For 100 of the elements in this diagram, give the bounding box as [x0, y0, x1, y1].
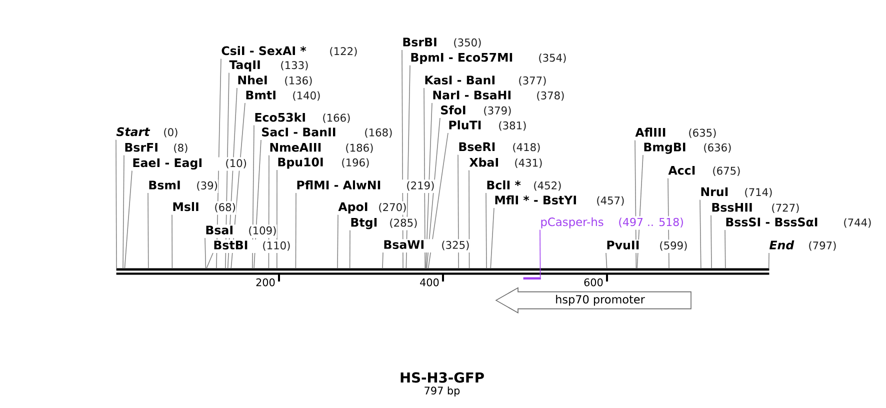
- cut-position: (350): [454, 38, 481, 48]
- leader-line: [636, 154, 644, 269]
- enzyme-name: XbaI: [469, 158, 498, 167]
- cut-position: (379): [484, 106, 511, 116]
- leader-line: [634, 140, 637, 269]
- enzyme-name: NruI: [701, 187, 728, 196]
- leader-line: [337, 214, 338, 269]
- leader-line: [700, 199, 702, 269]
- leader-line: [295, 192, 296, 269]
- leader-line: [225, 72, 230, 269]
- cut-position: (219): [407, 181, 434, 191]
- cut-position: (39): [197, 181, 218, 191]
- leader-line: [276, 170, 278, 269]
- enzyme-name: NmeAIII: [270, 143, 321, 152]
- enzyme-name: BsaWI: [384, 240, 424, 249]
- enzyme-name: MslI: [173, 202, 198, 212]
- enzyme-name: AccI: [668, 166, 695, 175]
- leader-line: [268, 154, 270, 269]
- enzyme-name: BssSI - BssSαI: [726, 218, 818, 226]
- enzyme-name: BssHII: [712, 203, 752, 212]
- leader-line: [426, 102, 432, 269]
- cut-position: (10): [226, 158, 246, 168]
- primer-range: (497 .. 518): [619, 218, 683, 228]
- enzyme-name: MflI * - BstYI: [495, 195, 576, 204]
- leader-line: [402, 50, 404, 269]
- enzyme-name: BsrFI: [125, 143, 158, 152]
- cut-position: (325): [442, 240, 469, 250]
- cut-position: (418): [513, 142, 540, 152]
- leader-line: [428, 132, 448, 269]
- leader-line: [116, 139, 117, 269]
- sequence-backbone: [116, 268, 770, 275]
- primer-bar: [523, 277, 541, 280]
- enzyme-name: TaqII: [229, 60, 260, 72]
- enzyme-name: BsrBI: [403, 38, 436, 46]
- cut-position: (140): [293, 91, 320, 101]
- enzyme-name: NheI: [238, 75, 267, 84]
- tick-label: 200: [256, 278, 275, 286]
- leader-line: [424, 88, 426, 269]
- sequence-end-label: Start: [116, 127, 150, 136]
- cut-position: (166): [323, 114, 350, 123]
- leader-line: [426, 118, 440, 269]
- leader-line: [382, 252, 384, 269]
- cut-position: (136): [285, 76, 312, 86]
- enzyme-name: Bpu10I: [278, 158, 323, 169]
- enzyme-name: PflMI - AlwNI: [297, 180, 380, 190]
- cut-position: (8): [174, 144, 188, 153]
- leader-line: [252, 124, 254, 269]
- enzyme-name: BmtI: [246, 90, 276, 100]
- cut-position: (68): [215, 202, 236, 212]
- cut-position: (122): [330, 46, 357, 56]
- enzyme-name: NarI - BsaHI: [433, 90, 510, 100]
- primer-name: pCasper-hs: [541, 217, 604, 228]
- position-number: (0): [164, 128, 178, 138]
- leader-line: [230, 102, 246, 269]
- leader-line: [458, 154, 459, 269]
- tick-label: 600: [584, 278, 603, 286]
- cut-position: (714): [745, 188, 772, 198]
- leader-line: [122, 154, 124, 269]
- leader-line: [606, 252, 608, 269]
- cut-position: (457): [597, 196, 624, 206]
- leader-line: [349, 230, 350, 269]
- cut-position: (270): [379, 202, 406, 212]
- enzyme-name: KasI - BanI: [425, 76, 494, 84]
- leader-line: [204, 238, 206, 269]
- sequence-length: 797 bp: [424, 386, 460, 397]
- cut-position: (378): [537, 91, 564, 101]
- cut-position: (727): [772, 204, 799, 213]
- position-number: (797): [809, 241, 836, 251]
- enzyme-name: PluTI: [449, 120, 481, 130]
- leader-line: [668, 178, 670, 269]
- cut-position: (109): [249, 226, 276, 236]
- cut-position: (599): [660, 241, 687, 251]
- leader-line: [710, 214, 712, 269]
- cut-position: (168): [365, 128, 392, 138]
- enzyme-name: EaeI - EagI: [133, 158, 202, 170]
- sequence-end-label: End: [769, 240, 794, 250]
- enzyme-name: BsmI: [149, 180, 180, 190]
- cut-position: (636): [704, 143, 731, 153]
- map-title: HS-H3-GFP: [400, 372, 484, 383]
- enzyme-name: BmgBI: [644, 142, 686, 154]
- enzyme-name: BstBI: [214, 240, 248, 250]
- enzyme-name: AflIII: [635, 128, 666, 137]
- leader-line: [206, 252, 214, 269]
- leader-line: [227, 88, 238, 269]
- cut-position: (110): [263, 241, 290, 251]
- enzyme-name: SacI - BanII: [262, 128, 336, 136]
- leader-line: [768, 252, 770, 269]
- cut-position: (635): [689, 128, 716, 138]
- leader-line: [468, 170, 470, 269]
- cut-position: (354): [539, 54, 566, 63]
- cut-position: (196): [342, 158, 369, 168]
- leader-line: [724, 230, 726, 269]
- leader-line: [254, 140, 262, 269]
- leader-line: [406, 64, 410, 269]
- enzyme-name: BtgI: [351, 218, 377, 230]
- enzyme-name: BseRI: [459, 142, 495, 152]
- enzyme-name: Eco53kI: [255, 112, 305, 122]
- enzyme-name: ApoI: [338, 202, 368, 214]
- enzyme-name: SfoI: [441, 105, 466, 114]
- cut-position: (452): [534, 181, 561, 191]
